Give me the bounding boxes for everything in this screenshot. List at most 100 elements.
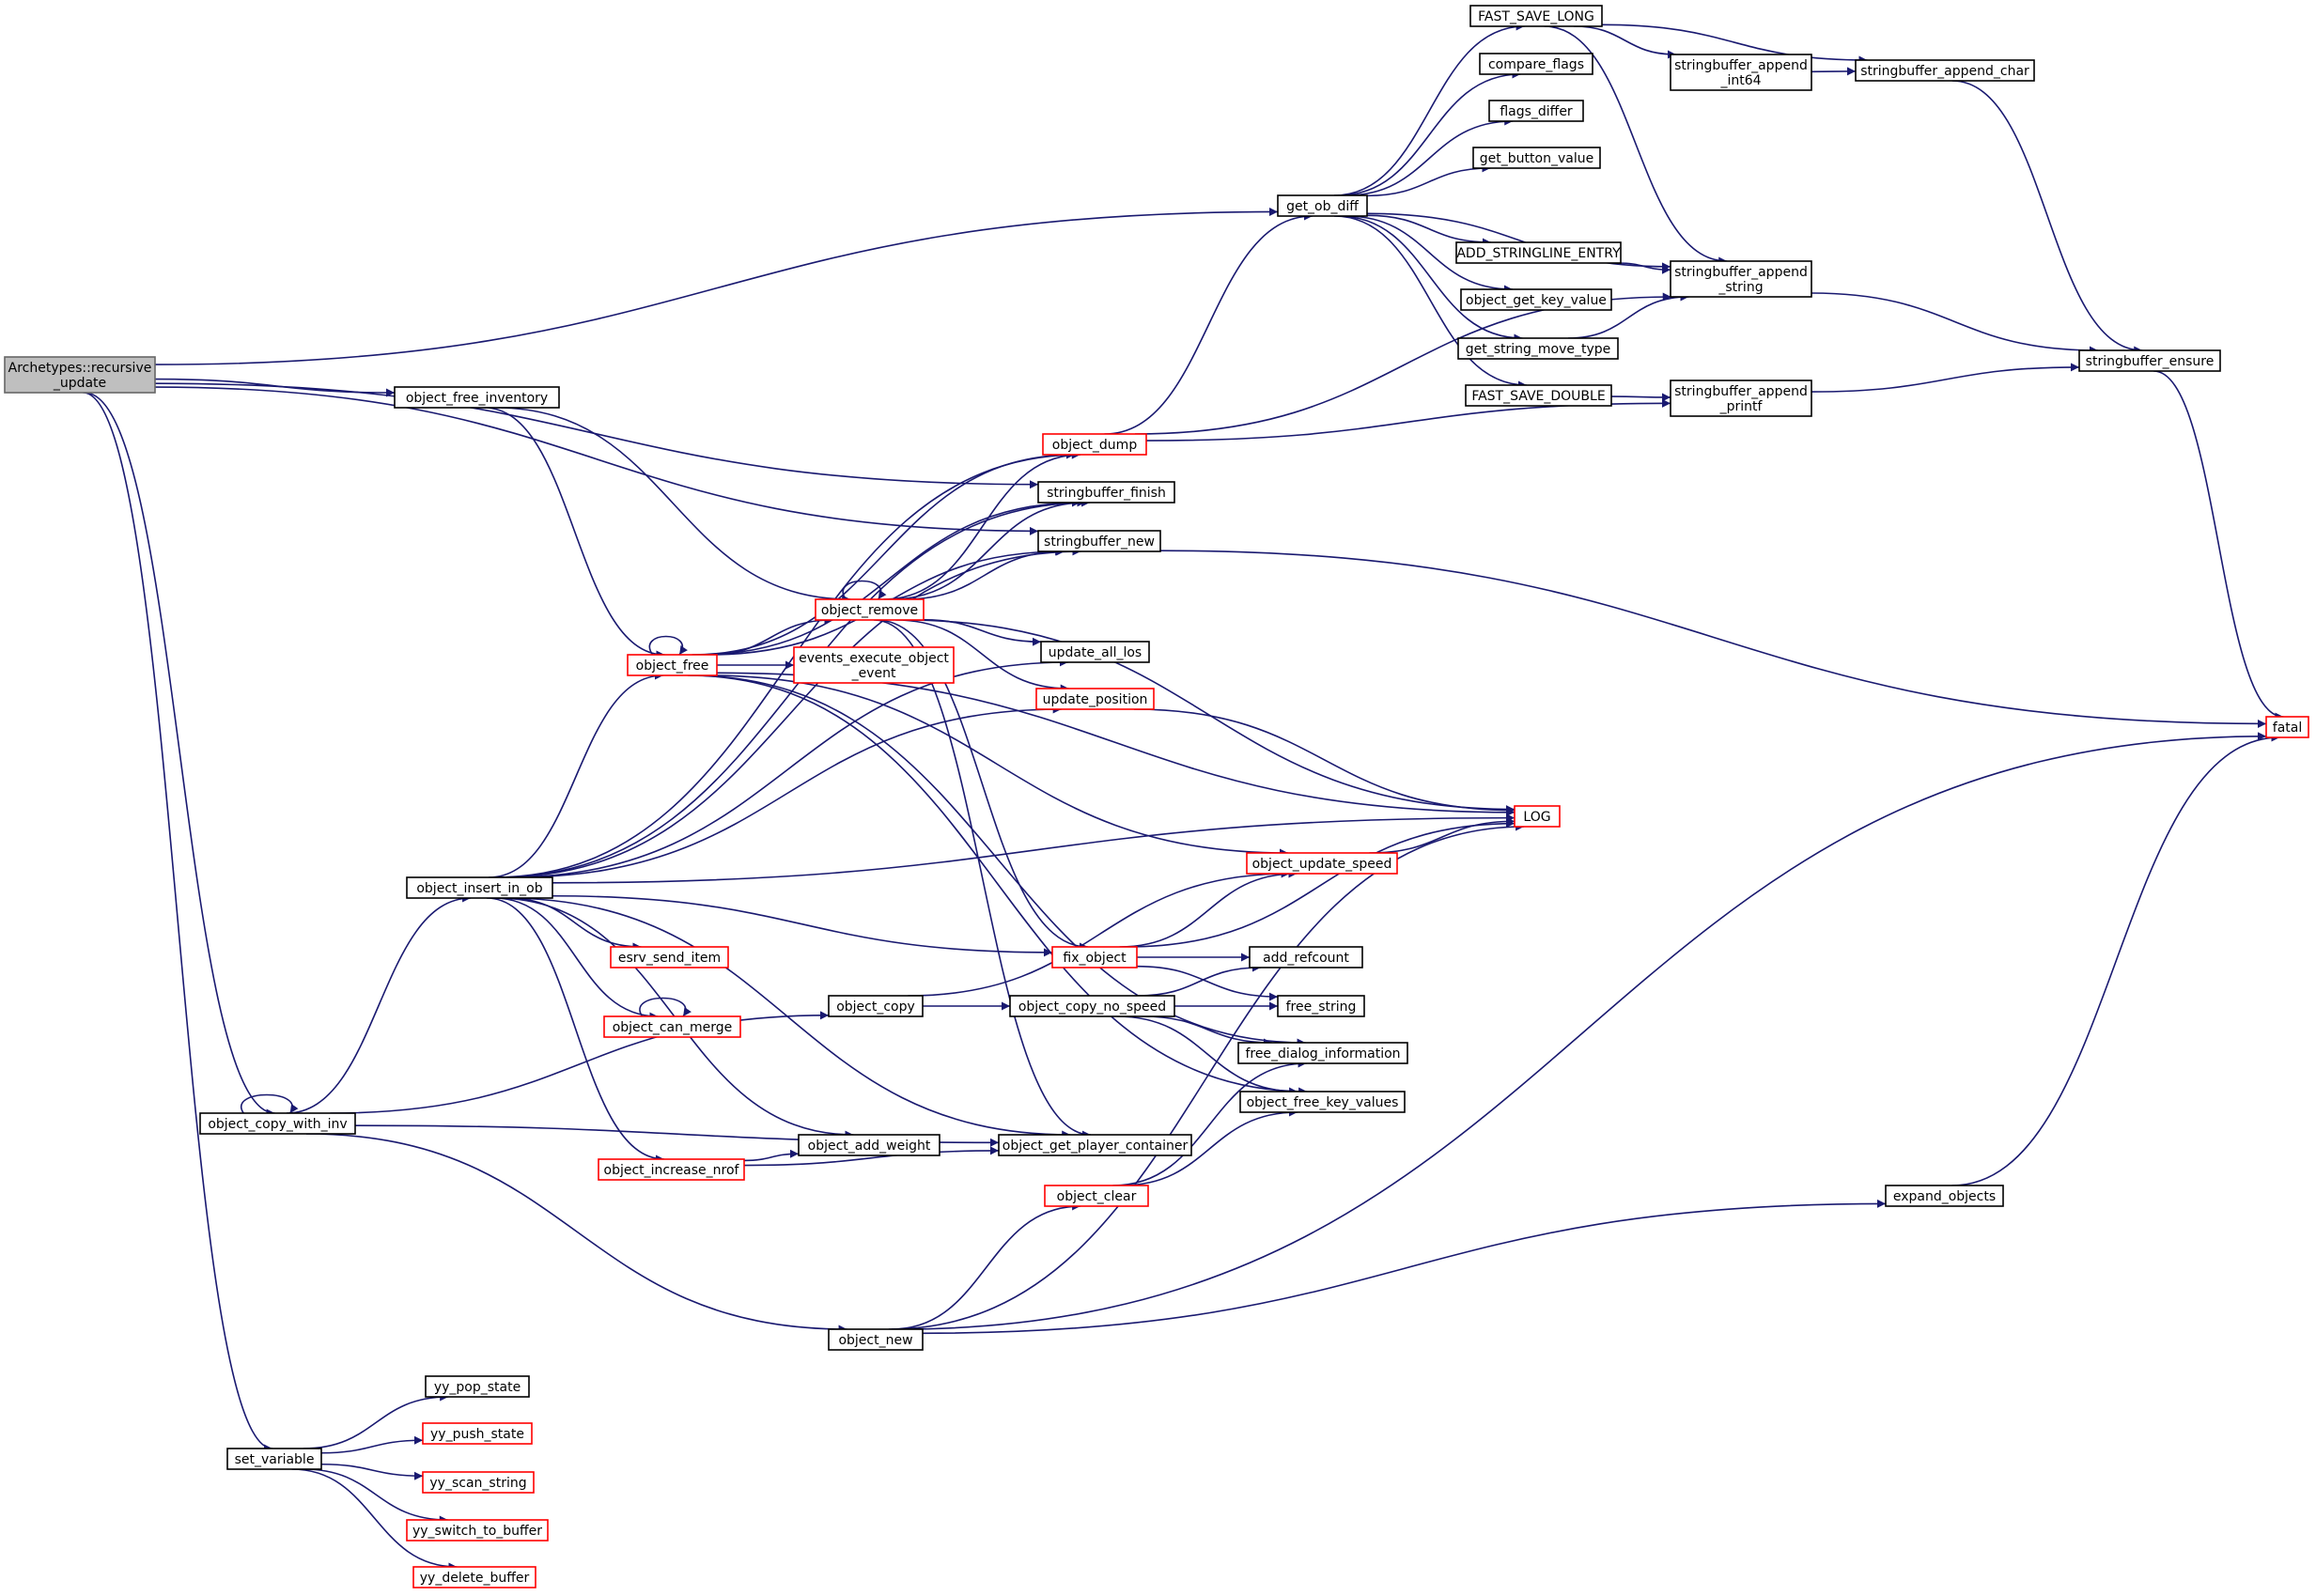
node-label: add_refcount bbox=[1263, 951, 1349, 966]
edge-object_insert_in_ob-to-object_free bbox=[489, 671, 663, 878]
node-object_copy_with_inv[interactable]: object_copy_with_inv bbox=[199, 1112, 356, 1135]
node-object_remove[interactable]: object_remove bbox=[815, 598, 925, 621]
node-compare_flags[interactable]: compare_flags bbox=[1479, 53, 1593, 75]
edge-object_insert_in_ob-to-esrv_send_item bbox=[507, 897, 642, 952]
node-object_insert_in_ob[interactable]: object_insert_in_ob bbox=[406, 876, 553, 899]
node-object_copy[interactable]: object_copy bbox=[828, 995, 924, 1017]
node-get_string_move_type[interactable]: get_string_move_type bbox=[1457, 337, 1619, 360]
edge-object_insert_in_ob-to-stringbuffer_new bbox=[498, 547, 1081, 878]
edge-object_free-to-free_dialog_information bbox=[689, 674, 1306, 1047]
edge-stringbuffer_new-to-fatal bbox=[1159, 550, 2267, 728]
edge-object_insert_in_ob-to-LOG bbox=[552, 813, 1516, 884]
edge-object_remove-to-stringbuffer_finish bbox=[890, 498, 1086, 600]
node-label: Archetypes::recursive bbox=[8, 361, 152, 376]
edge-object_update_speed-to-LOG bbox=[1369, 816, 1516, 854]
node-object_update_speed[interactable]: object_update_speed bbox=[1246, 852, 1398, 875]
node-object_new[interactable]: object_new bbox=[828, 1328, 924, 1351]
edge-stringbuffer_append_char-to-stringbuffer_ensure bbox=[1951, 80, 2143, 355]
node-FAST_SAVE_LONG[interactable]: FAST_SAVE_LONG bbox=[1469, 5, 1603, 27]
edge-FAST_SAVE_LONG-to-stringbuffer_append_char bbox=[1601, 23, 1868, 65]
edge-object_free-to-object_free_key_values bbox=[687, 674, 1308, 1096]
node-fix_object[interactable]: fix_object bbox=[1051, 946, 1138, 968]
node-box bbox=[610, 946, 729, 968]
edge-recursive_update-to-object_free_inventory bbox=[154, 378, 396, 397]
node-object_free_inventory[interactable]: object_free_inventory bbox=[394, 386, 560, 409]
node-stringbuffer_append_int64[interactable]: stringbuffer_append_int64 bbox=[1670, 54, 1812, 91]
node-box bbox=[1246, 852, 1398, 875]
node-get_ob_diff[interactable]: get_ob_diff bbox=[1277, 194, 1368, 217]
node-label: object_can_merge bbox=[613, 1020, 733, 1035]
node-label: _update bbox=[53, 376, 106, 391]
node-recursive_update[interactable]: Archetypes::recursive_update bbox=[4, 356, 156, 394]
node-label: _string bbox=[1718, 280, 1763, 295]
node-box bbox=[1465, 384, 1612, 407]
edge-object_remove-to-stringbuffer_new bbox=[904, 547, 1065, 600]
node-label: set_variable bbox=[235, 1452, 315, 1467]
node-get_button_value[interactable]: get_button_value bbox=[1472, 147, 1601, 169]
node-stringbuffer_append_char[interactable]: stringbuffer_append_char bbox=[1855, 59, 2035, 82]
node-label: _int64 bbox=[1719, 73, 1761, 88]
edge-object_copy-to-object_update_speed bbox=[908, 869, 1290, 997]
node-box bbox=[422, 1471, 535, 1494]
node-object_clear[interactable]: object_clear bbox=[1044, 1185, 1149, 1207]
node-esrv_send_item[interactable]: esrv_send_item bbox=[610, 946, 729, 968]
node-free_string[interactable]: free_string bbox=[1277, 995, 1365, 1017]
edge-set_variable-to-yy_delete_buffer bbox=[291, 1468, 458, 1572]
node-label: object_dump bbox=[1052, 438, 1138, 453]
node-expand_objects[interactable]: expand_objects bbox=[1885, 1185, 2004, 1207]
node-LOG[interactable]: LOG bbox=[1514, 805, 1561, 828]
node-label: object_update_speed bbox=[1252, 857, 1392, 872]
edge-stringbuffer_append_string-to-stringbuffer_ensure bbox=[1811, 292, 2099, 355]
node-yy_scan_string[interactable]: yy_scan_string bbox=[422, 1471, 535, 1494]
node-object_get_key_value[interactable]: object_get_key_value bbox=[1460, 288, 1612, 311]
node-free_dialog_information[interactable]: free_dialog_information bbox=[1237, 1042, 1408, 1064]
node-box bbox=[793, 646, 955, 684]
node-box bbox=[627, 654, 718, 676]
node-yy_switch_to_buffer[interactable]: yy_switch_to_buffer bbox=[406, 1519, 549, 1542]
edge-object_clear-to-free_dialog_information bbox=[1112, 1059, 1307, 1186]
node-update_position[interactable]: update_position bbox=[1035, 688, 1155, 710]
node-yy_pop_state[interactable]: yy_pop_state bbox=[425, 1375, 530, 1398]
node-label: _event bbox=[851, 666, 896, 681]
node-box bbox=[1237, 1042, 1408, 1064]
edge-FAST_SAVE_LONG-to-stringbuffer_append_int64 bbox=[1573, 25, 1676, 59]
node-object_increase_nrof[interactable]: object_increase_nrof bbox=[598, 1158, 745, 1181]
node-label: fix_object bbox=[1063, 951, 1127, 966]
edge-object_insert_in_ob-to-update_all_los bbox=[506, 658, 1068, 878]
node-object_get_player_container[interactable]: object_get_player_container bbox=[998, 1134, 1192, 1156]
node-label: object_free bbox=[636, 659, 709, 674]
edge-stringbuffer_ensure-to-fatal bbox=[2153, 370, 2284, 721]
node-stringbuffer_new[interactable]: stringbuffer_new bbox=[1037, 530, 1161, 552]
node-object_add_weight[interactable]: object_add_weight bbox=[798, 1134, 940, 1156]
node-fatal[interactable]: fatal bbox=[2265, 716, 2309, 738]
edge-get_ob_diff-to-FAST_SAVE_DOUBLE bbox=[1334, 215, 1527, 390]
node-object_free_key_values[interactable]: object_free_key_values bbox=[1239, 1091, 1406, 1113]
node-label: stringbuffer_ensure bbox=[2086, 354, 2215, 369]
node-stringbuffer_finish[interactable]: stringbuffer_finish bbox=[1037, 481, 1175, 504]
node-stringbuffer_append_printf[interactable]: stringbuffer_append_printf bbox=[1670, 380, 1812, 417]
edge-fix_object-to-object_update_speed bbox=[1119, 869, 1298, 948]
node-yy_delete_buffer[interactable]: yy_delete_buffer bbox=[412, 1566, 536, 1588]
node-box bbox=[1469, 5, 1603, 27]
node-box bbox=[1460, 288, 1612, 311]
node-label: stringbuffer_append_char bbox=[1860, 64, 2029, 79]
node-object_can_merge[interactable]: object_can_merge bbox=[603, 1015, 741, 1038]
node-stringbuffer_ensure[interactable]: stringbuffer_ensure bbox=[2078, 349, 2221, 372]
node-update_all_los[interactable]: update_all_los bbox=[1040, 641, 1150, 663]
node-object_dump[interactable]: object_dump bbox=[1042, 433, 1147, 456]
node-flags_differ[interactable]: flags_differ bbox=[1488, 100, 1584, 122]
node-ADD_STRINGLINE_ENTRY[interactable]: ADD_STRINGLINE_ENTRY bbox=[1455, 241, 1622, 264]
node-set_variable[interactable]: set_variable bbox=[226, 1448, 322, 1470]
node-events_execute_object_event[interactable]: events_execute_object_event bbox=[793, 646, 955, 684]
node-object_copy_no_speed[interactable]: object_copy_no_speed bbox=[1009, 995, 1175, 1017]
node-object_free[interactable]: object_free bbox=[627, 654, 718, 676]
node-box bbox=[1037, 530, 1161, 552]
node-stringbuffer_append_string[interactable]: stringbuffer_append_string bbox=[1670, 260, 1812, 298]
node-label: get_button_value bbox=[1480, 151, 1593, 166]
node-add_refcount[interactable]: add_refcount bbox=[1249, 946, 1363, 968]
node-label: _printf bbox=[1719, 399, 1764, 414]
node-label: fatal bbox=[2273, 721, 2302, 736]
node-yy_push_state[interactable]: yy_push_state bbox=[422, 1422, 533, 1445]
node-FAST_SAVE_DOUBLE[interactable]: FAST_SAVE_DOUBLE bbox=[1465, 384, 1612, 407]
edge-object_insert_in_ob-to-object_dump bbox=[493, 450, 1080, 878]
